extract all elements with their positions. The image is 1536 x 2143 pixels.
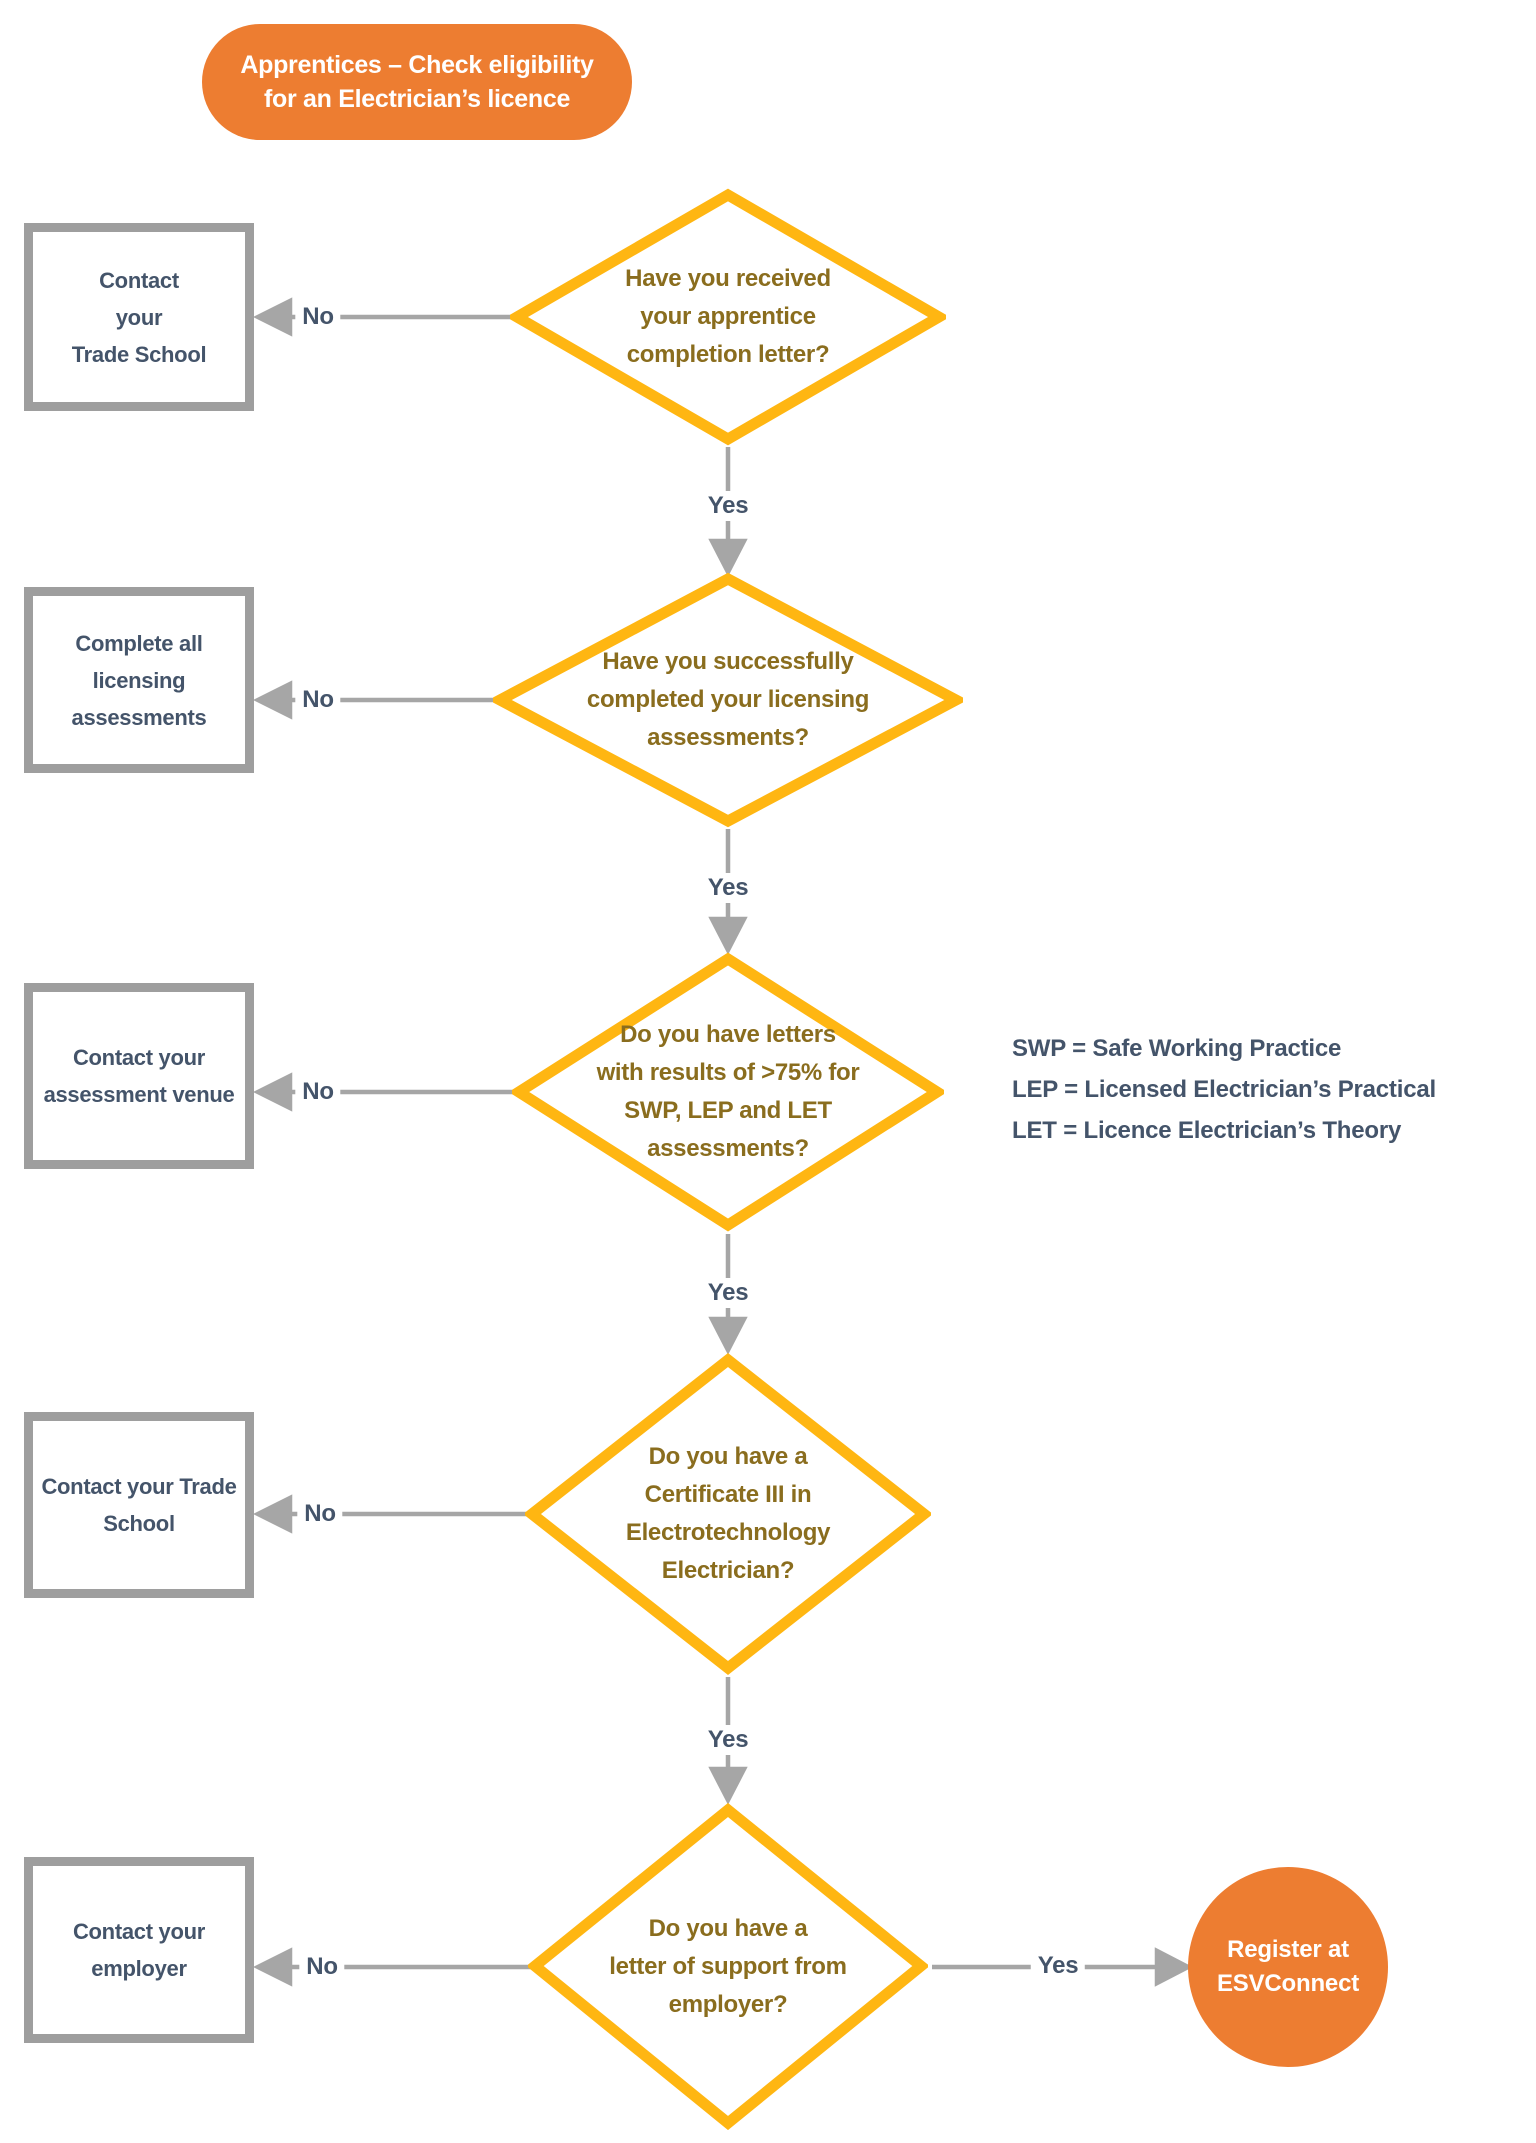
label-no-2: No — [295, 685, 341, 715]
yes-arrowhead-3 — [708, 1316, 748, 1355]
decision-licensing-assessments: Have you successfully completed your lic… — [488, 572, 968, 828]
decision-letter-of-support: Do you have a letter of support from emp… — [526, 1802, 930, 2131]
box-contact-assessment-venue: Contact your assessment venue — [24, 983, 254, 1169]
title-banner: Apprentices – Check eligibility for an E… — [202, 24, 632, 140]
box-contact-employer: Contact your employer — [24, 1857, 254, 2043]
diamond-shape — [506, 188, 950, 446]
no-arrowhead-2 — [252, 680, 293, 720]
no-arrowhead-3 — [252, 1072, 293, 1112]
label-no-1: No — [295, 302, 341, 332]
label-yes-3: Yes — [700, 1278, 756, 1308]
decision-question: Do you have a letter of support from emp… — [609, 1914, 847, 2018]
yes-arrowhead-4 — [708, 1766, 748, 1805]
yes-arrowhead-1 — [708, 538, 748, 577]
decision-completion-letter: Have you received your apprentice comple… — [506, 188, 950, 446]
legend-let: LET = Licence Electrician’s Theory — [1012, 1117, 1402, 1144]
legend-lep: LEP = Licensed Electrician’s Practical — [1012, 1076, 1436, 1103]
decision-question: Have you received your apprentice comple… — [625, 265, 831, 368]
diamond-shape — [488, 572, 968, 828]
legend-swp: SWP = Safe Working Practice — [1012, 1035, 1342, 1062]
label-no-4: No — [297, 1499, 343, 1529]
yes-arrowhead-2 — [708, 916, 748, 955]
label-yes-4: Yes — [700, 1725, 756, 1755]
label-yes-2: Yes — [700, 873, 756, 903]
diamond-shape — [523, 1353, 933, 1675]
abbreviation-legend: SWP = Safe Working Practice LEP = Licens… — [1012, 1028, 1436, 1151]
decision-question: Do you have letters with results of >75%… — [596, 1021, 860, 1162]
yes-arrowhead-5 — [1154, 1947, 1193, 1987]
label-yes-5: Yes — [1030, 1951, 1086, 1981]
box-contact-trade-school: Contact your Trade School — [24, 223, 254, 411]
no-arrowhead-4 — [252, 1494, 293, 1534]
label-no-3: No — [295, 1077, 341, 1107]
box-complete-licensing-assessments: Complete all licensing assessments — [24, 587, 254, 773]
label-yes-1: Yes — [700, 491, 756, 521]
decision-question: Have you successfully completed your lic… — [586, 648, 870, 751]
no-arrowhead-5 — [252, 1947, 293, 1987]
no-arrowhead-1 — [252, 297, 293, 337]
decision-certificate-iii: Do you have a Certificate III in Electro… — [523, 1353, 933, 1675]
box-contact-trade-school-2: Contact your Trade School — [24, 1412, 254, 1598]
diamond-shape — [526, 1802, 930, 2131]
label-no-5: No — [299, 1952, 345, 1982]
end-node-register-esvconnect: Register at ESVConnect — [1188, 1867, 1388, 2067]
decision-results-over-75: Do you have letters with results of >75%… — [508, 952, 948, 1232]
diamond-shape — [508, 952, 948, 1232]
decision-question: Do you have a Certificate III in Electro… — [625, 1443, 831, 1584]
